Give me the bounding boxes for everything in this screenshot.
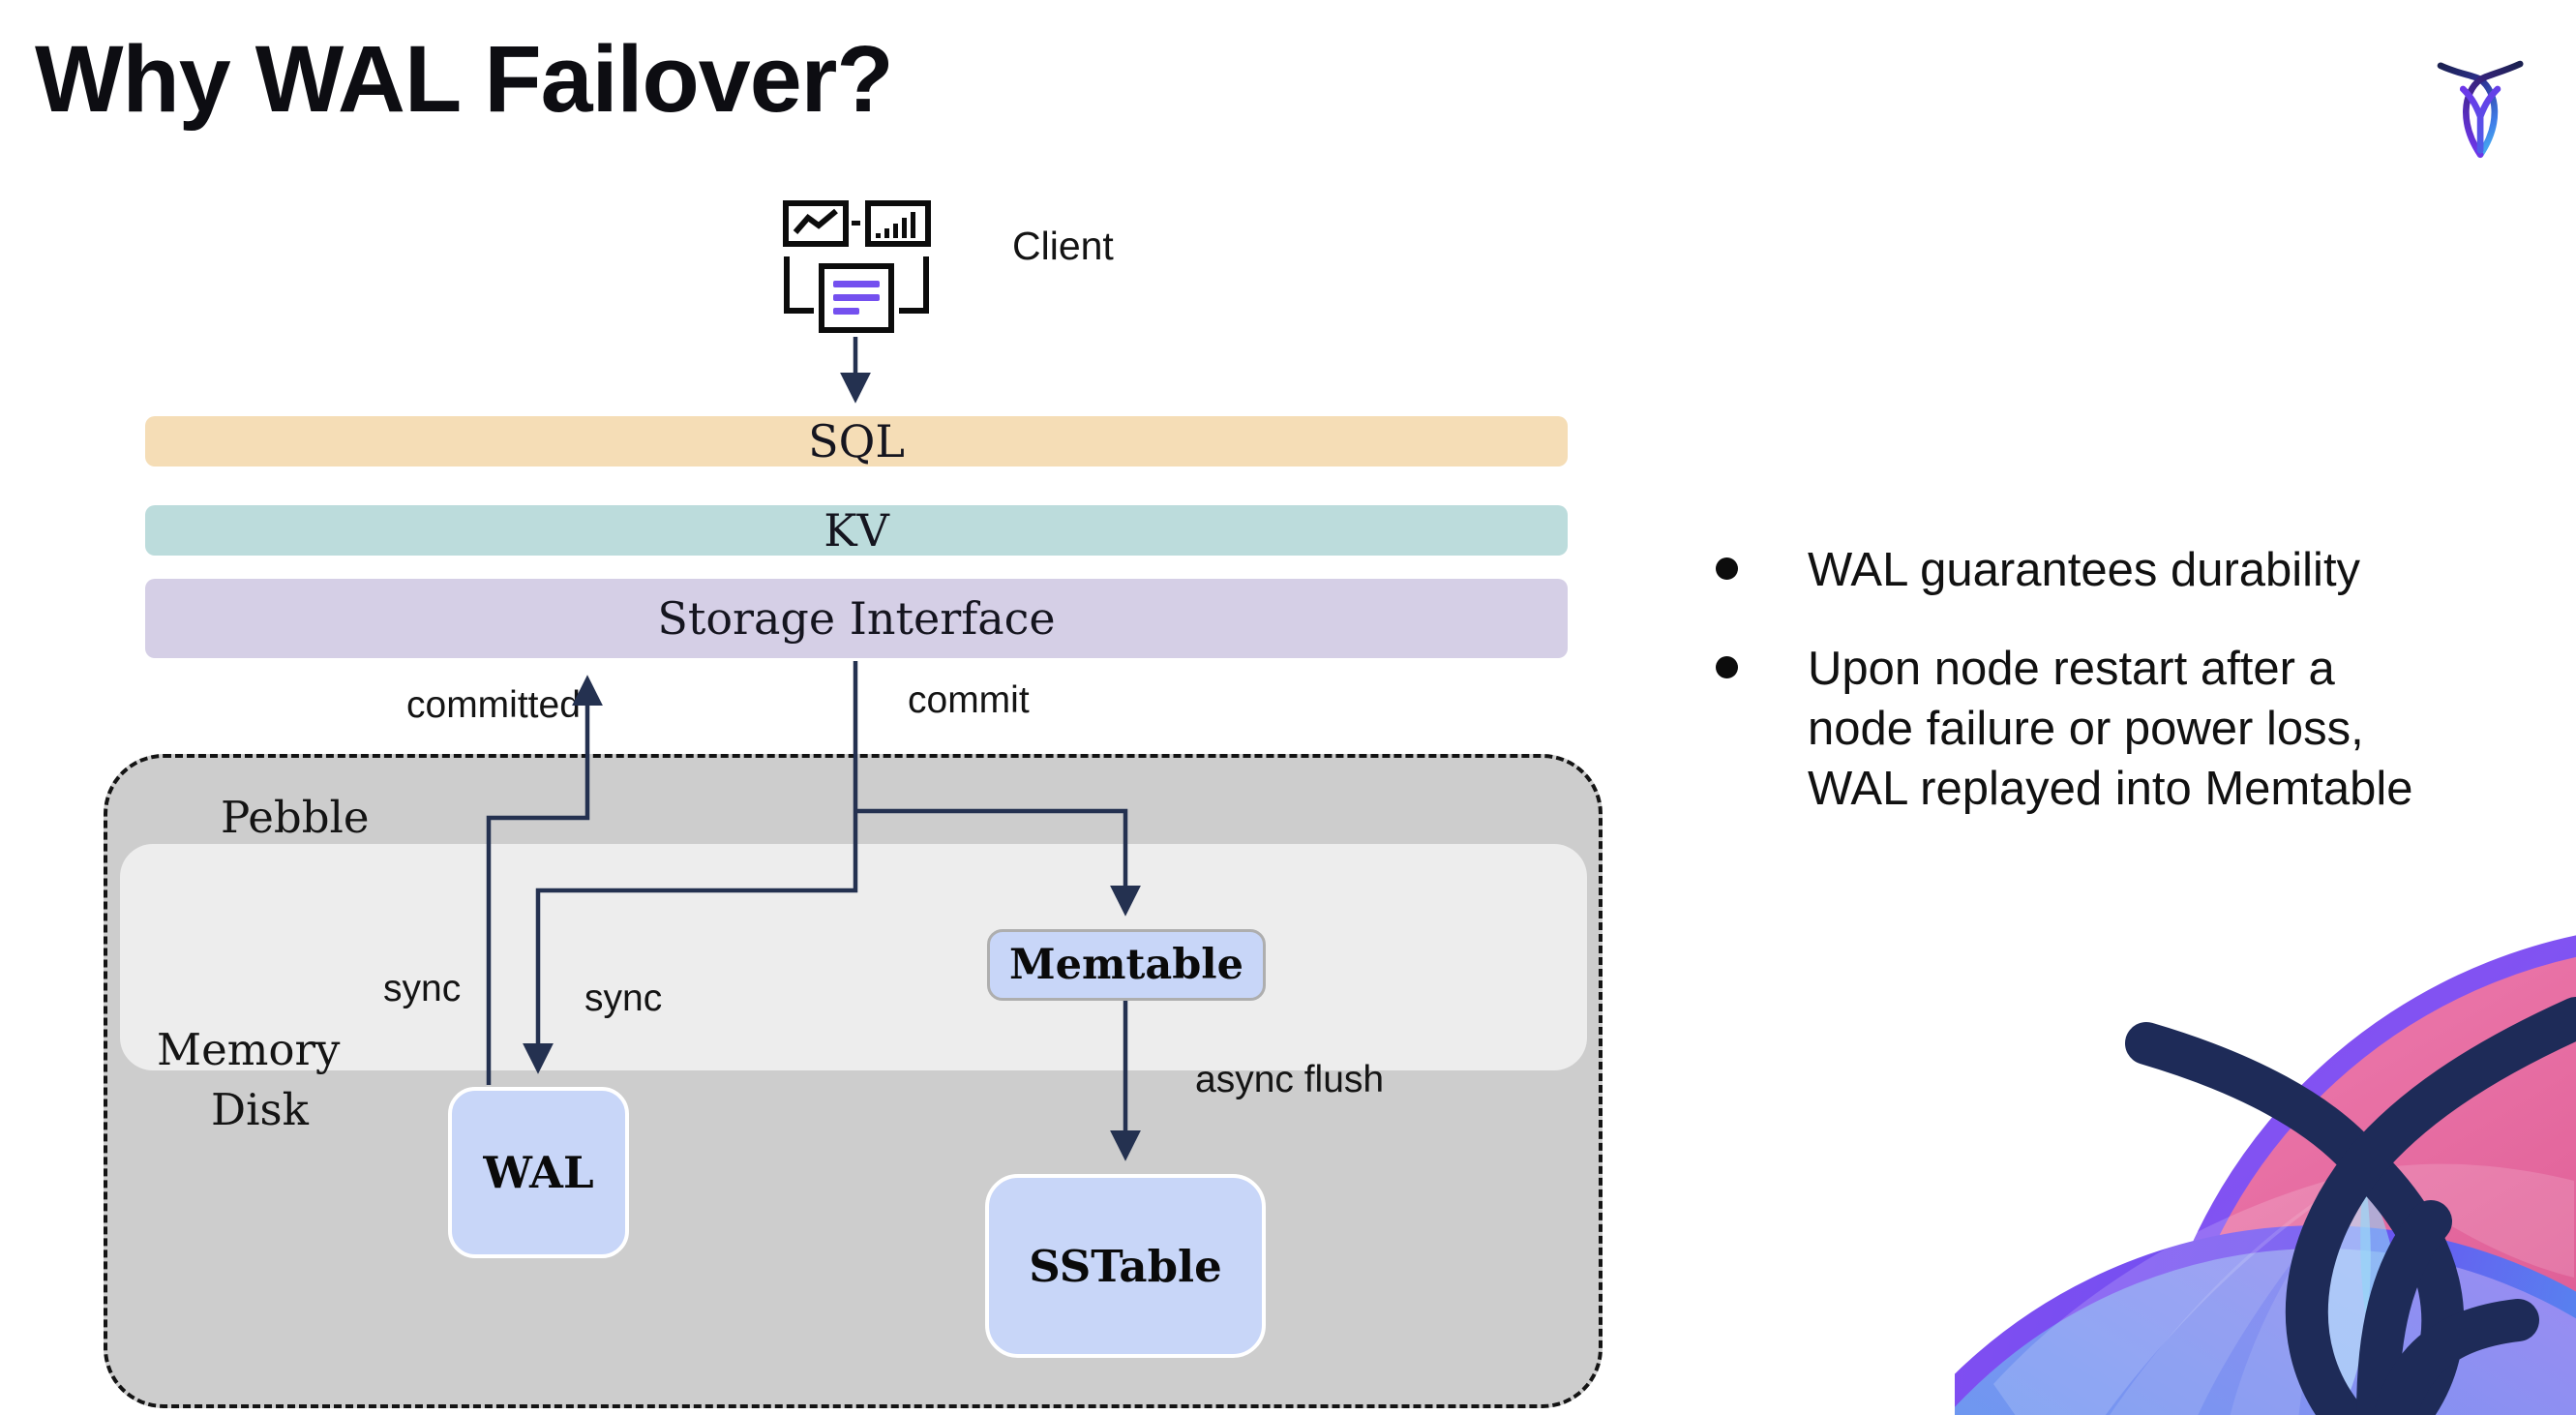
bullet-item: WAL guarantees durability: [1808, 540, 2360, 600]
client-icon: [783, 200, 931, 333]
memtable-node: Memtable: [987, 929, 1266, 1001]
art-cockroach-outline: [2125, 997, 2576, 1415]
bullet-line: node failure or power loss,: [1808, 703, 2364, 755]
layer-storage-interface-label: Storage Interface: [657, 592, 1056, 645]
document-icon: [784, 256, 929, 333]
bullet-dot: [1716, 557, 1738, 580]
bullet-line: WAL guarantees durability: [1808, 544, 2361, 596]
bullet-line: WAL replayed into Memtable: [1808, 763, 2413, 815]
sstable-node: SSTable: [985, 1174, 1266, 1358]
sync-left-label: sync: [383, 968, 462, 1009]
memtable-node-label: Memtable: [1009, 941, 1243, 989]
bullet-item: Upon node restart after a node failure o…: [1808, 639, 2413, 819]
wal-node: WAL: [448, 1087, 629, 1258]
layer-sql-label: SQL: [808, 415, 905, 467]
client-label: Client: [1012, 224, 1114, 268]
committed-label: committed: [406, 684, 581, 726]
disk-label: Disk: [211, 1084, 309, 1135]
cockroachdb-logo-icon: [2437, 60, 2524, 159]
layer-kv: KV: [145, 504, 1568, 557]
bar-chart-icon: [865, 200, 931, 247]
pebble-label: Pebble: [221, 792, 370, 843]
line-chart-icon: [783, 200, 849, 247]
sync-right-label: sync: [584, 978, 663, 1019]
layer-storage-interface: Storage Interface: [145, 579, 1568, 658]
memory-label: Memory: [157, 1024, 341, 1075]
layer-sql: SQL: [145, 415, 1568, 467]
wal-node-label: WAL: [483, 1147, 594, 1198]
bullet-line: Upon node restart after a: [1808, 643, 2335, 695]
dash-icon: [852, 221, 860, 226]
layer-kv-label: KV: [824, 504, 889, 557]
brand-artwork: [1955, 935, 2576, 1415]
commit-label: commit: [908, 679, 1030, 721]
page-title: Why WAL Failover?: [35, 26, 894, 132]
bullet-dot: [1716, 656, 1738, 678]
sstable-node-label: SSTable: [1029, 1240, 1222, 1292]
async-flush-label: async flush: [1195, 1059, 1385, 1100]
